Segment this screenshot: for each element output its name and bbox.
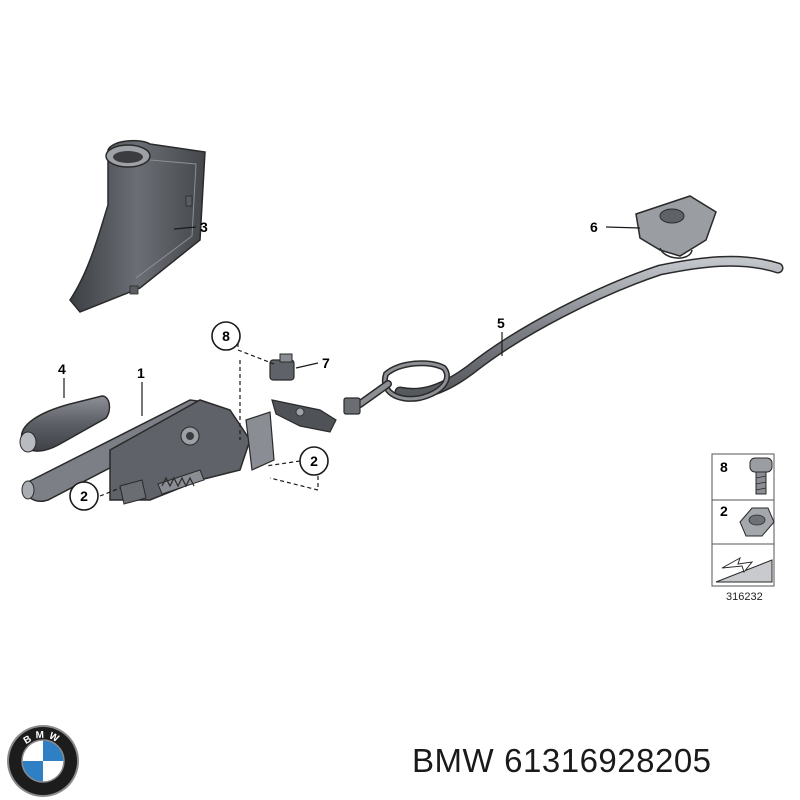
part-1-lever-assembly (21, 399, 251, 505)
hex-nut-icon (739, 507, 775, 537)
leader-lines (63, 226, 641, 497)
reference-number: 316232 (726, 591, 763, 603)
brand-name: BMW (412, 742, 495, 779)
equalizer-bracket (245, 399, 337, 471)
legend-row-1-number: 8 (720, 459, 728, 475)
callout-5: 5 (497, 315, 505, 331)
direction-arrow-icon (715, 556, 773, 583)
part-6-cable-clip (635, 195, 717, 259)
callouts: 3 4 1 5 6 7 8 2 2 (58, 219, 598, 511)
callout-3: 3 (200, 219, 208, 235)
part-5-brake-cable (343, 255, 784, 415)
svg-text:2: 2 (310, 453, 318, 469)
part-3-lever-boot (69, 139, 206, 313)
callout-2-right: 2 (299, 446, 329, 476)
svg-text:8: 8 (222, 328, 230, 344)
part-4-handbrake-grip (19, 395, 111, 453)
part-number: 61316928205 (504, 742, 712, 779)
screw-icon (749, 457, 773, 495)
callout-2-left: 2 (69, 481, 99, 511)
part-7-adjuster (269, 353, 295, 381)
callout-8: 8 (211, 321, 241, 351)
bmw-logo: BMW (7, 725, 79, 797)
callout-7: 7 (322, 355, 330, 371)
callout-1: 1 (137, 365, 145, 381)
legend-row-2-number: 2 (720, 503, 728, 519)
spring (161, 476, 195, 488)
callout-6: 6 (590, 219, 598, 235)
svg-text:2: 2 (80, 488, 88, 504)
fastener-legend: 8 2 316232 (711, 453, 775, 603)
callout-4: 4 (58, 361, 66, 377)
